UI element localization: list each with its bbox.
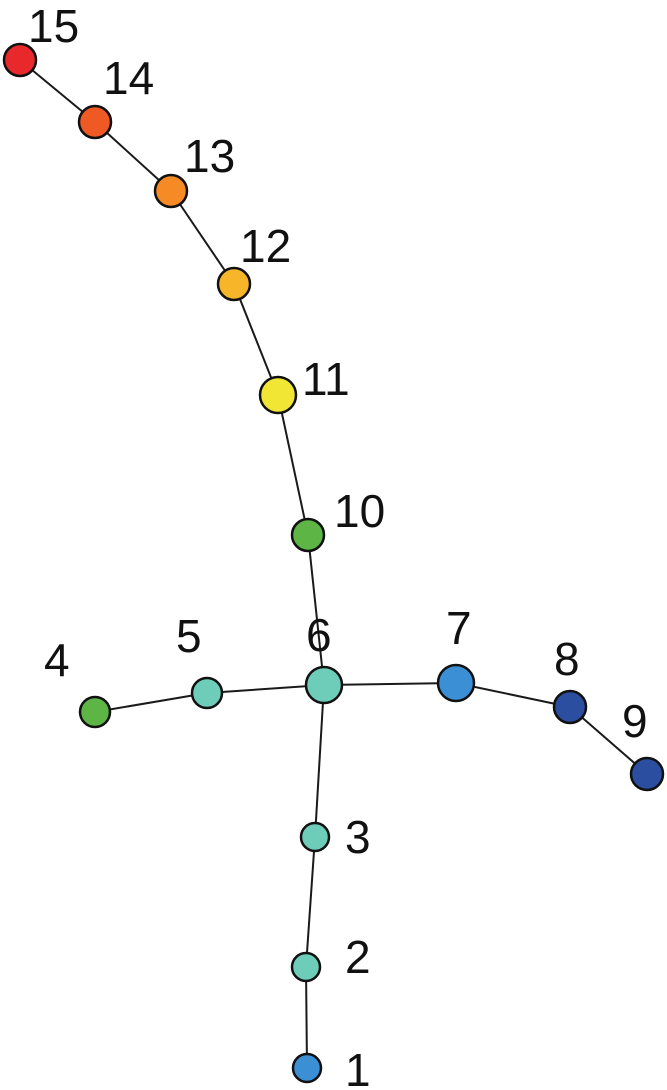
node-label-14: 14	[103, 52, 154, 104]
edge-11-10	[277, 394, 309, 536]
node-11: 11	[258, 353, 350, 415]
node-label-13: 13	[184, 130, 235, 182]
node-label-4: 4	[44, 634, 70, 686]
node-label-3: 3	[345, 811, 371, 863]
node-14: 14	[77, 52, 154, 140]
node-circle-3	[299, 821, 331, 853]
node-label-12: 12	[240, 220, 291, 272]
node-circle-2	[290, 951, 322, 983]
node-label-2: 2	[345, 931, 371, 983]
node-circle-4	[78, 695, 112, 729]
node-circle-13	[153, 173, 189, 209]
node-7: 7	[436, 602, 476, 703]
node-2: 2	[290, 931, 371, 983]
edge-2-1	[305, 966, 308, 1069]
node-9: 9	[622, 695, 665, 792]
node-10: 10	[290, 485, 385, 553]
node-13: 13	[153, 130, 235, 209]
node-circle-6	[304, 665, 344, 705]
node-label-5: 5	[176, 610, 202, 662]
edge-5-6	[206, 684, 325, 694]
node-label-1: 1	[345, 1044, 371, 1090]
edge-6-3	[314, 684, 325, 838]
node-3: 3	[299, 811, 371, 863]
node-label-11: 11	[302, 353, 350, 405]
node-1: 1	[291, 1044, 371, 1090]
node-circle-1	[291, 1052, 323, 1084]
edge-4-5	[94, 692, 208, 713]
node-label-10: 10	[334, 485, 385, 537]
node-label-8: 8	[554, 633, 580, 685]
node-8: 8	[552, 633, 588, 725]
node-circle-15	[2, 42, 38, 78]
node-circle-5	[190, 676, 224, 710]
node-label-15: 15	[28, 0, 79, 52]
edge-6-7	[323, 682, 457, 686]
node-circle-9	[629, 756, 665, 792]
edges-group	[19, 59, 648, 1069]
edge-12-11	[233, 283, 279, 396]
edge-7-8	[455, 682, 571, 708]
node-circle-7	[436, 663, 476, 703]
edge-13-12	[170, 190, 235, 285]
node-circle-8	[552, 689, 588, 725]
node-4: 4	[44, 634, 112, 729]
edge-3-2	[305, 836, 316, 968]
node-circle-12	[216, 266, 252, 302]
node-15: 15	[2, 0, 79, 78]
edge-10-6	[307, 534, 325, 686]
node-12: 12	[216, 220, 291, 302]
node-circle-11	[258, 375, 298, 415]
node-circle-14	[77, 104, 113, 140]
node-label-6: 6	[306, 609, 332, 661]
node-label-7: 7	[446, 602, 472, 654]
node-5: 5	[176, 610, 224, 710]
node-circle-10	[290, 517, 326, 553]
node-6: 6	[304, 609, 344, 705]
node-label-9: 9	[622, 695, 648, 747]
